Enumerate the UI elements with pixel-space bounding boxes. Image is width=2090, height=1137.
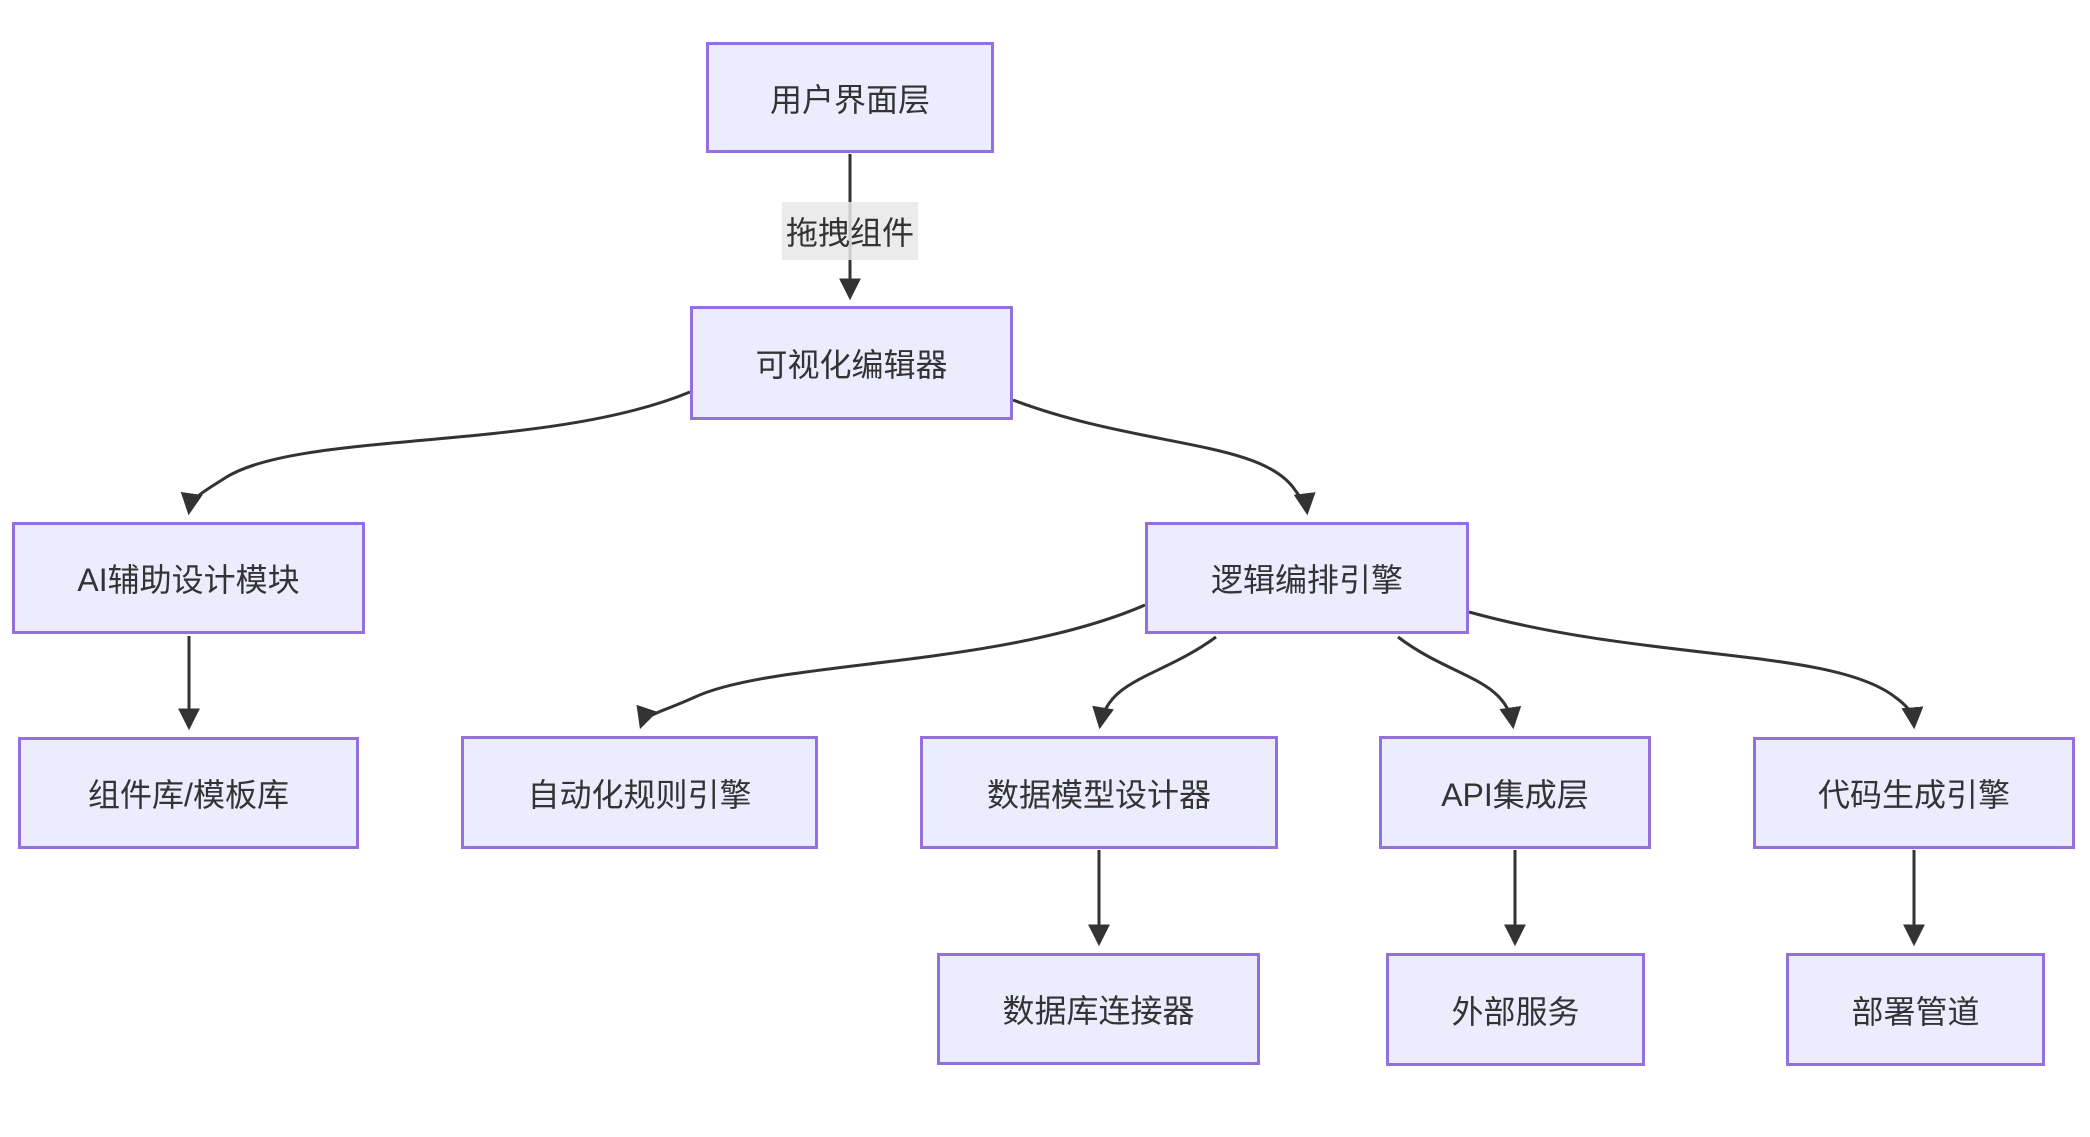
node-db-connector: 数据库连接器: [937, 953, 1260, 1065]
node-ai-design-module: AI辅助设计模块: [12, 522, 365, 634]
node-ui-layer: 用户界面层: [706, 42, 994, 153]
edge-logic-to-rules-engine: [636, 603, 1146, 730]
node-external-services: 外部服务: [1386, 953, 1645, 1066]
node-code-generation: 代码生成引擎: [1753, 737, 2075, 849]
edge-label-drag-components: 拖拽组件: [781, 202, 919, 260]
node-rules-engine: 自动化规则引擎: [461, 736, 818, 849]
edge-logic-to-data-model: [1092, 635, 1217, 730]
edge-editor-to-logic-engine: [1012, 398, 1316, 516]
node-component-library: 组件库/模板库: [18, 737, 359, 849]
edge-logic-to-code-generation: [1468, 610, 1924, 730]
node-deployment-pipeline: 部署管道: [1786, 953, 2045, 1066]
node-visual-editor: 可视化编辑器: [690, 306, 1013, 420]
node-api-integration: API集成层: [1379, 736, 1651, 849]
edge-editor-to-ai-module: [180, 390, 691, 516]
edge-logic-to-api-layer: [1397, 635, 1522, 730]
node-data-model-designer: 数据模型设计器: [920, 736, 1278, 849]
node-logic-engine: 逻辑编排引擎: [1145, 522, 1469, 634]
